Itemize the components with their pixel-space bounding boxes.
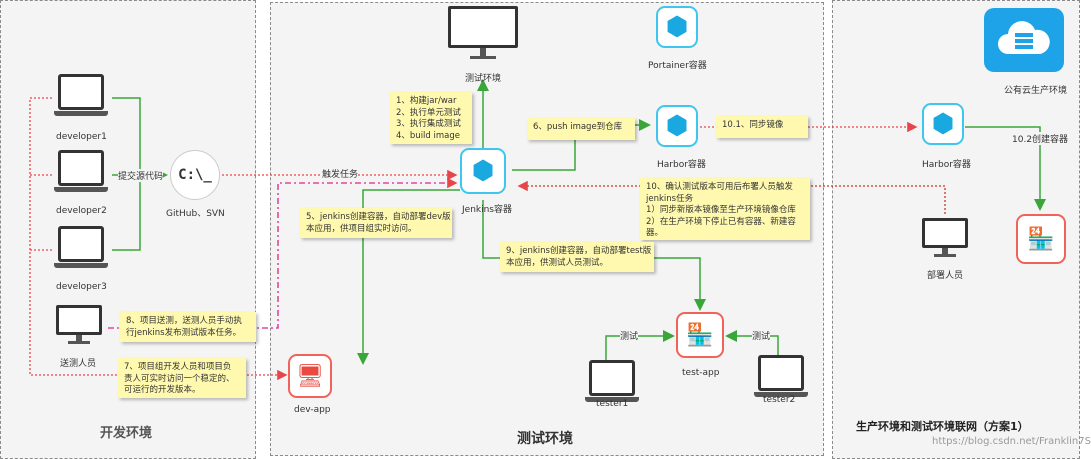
- portainer-icon: ⬢: [656, 6, 698, 48]
- note-access: 7、项目组开发人员和项目负责人可实时访问一个稳定的、可运行的开发版本。: [118, 358, 246, 398]
- harbor-prod-icon: ⬢: [922, 103, 964, 145]
- note-sync: 10.1、同步镜像: [716, 116, 808, 138]
- developer2-label: developer2: [56, 206, 107, 216]
- confirm-arrow: [517, 180, 946, 214]
- github-icon: C:\_: [170, 150, 220, 200]
- note-push: 6、push image到仓库: [527, 118, 635, 140]
- deploy-dev-arrow: [357, 189, 460, 365]
- tester1-label: tester1: [596, 399, 629, 409]
- portainer-label: Portainer容器: [648, 61, 707, 71]
- deployer-label: 部署人员: [927, 271, 964, 281]
- tester2-label: tester2: [763, 395, 796, 405]
- developer1-laptop-icon: [54, 74, 108, 116]
- tester2-laptop-icon: [754, 355, 808, 397]
- test-left-label: 测试: [620, 329, 639, 342]
- test-env-label: 测试环境: [465, 74, 502, 84]
- zone-test-title: 测试环境: [517, 431, 573, 447]
- public-cloud-icon: [984, 8, 1064, 72]
- tester1-laptop-icon: [585, 360, 639, 402]
- developer1-label: developer1: [56, 132, 107, 142]
- github-label: GitHub、SVN: [166, 209, 225, 219]
- tester-dev-label: 送测人员: [60, 359, 97, 369]
- note-submit: 8、项目送测，送测人员手动执行jenkins发布测试版本任务。: [120, 312, 256, 342]
- watermark: https://blog.csdn.net/Franklin7S: [932, 436, 1091, 447]
- dev-app-label: dev-app: [294, 405, 331, 415]
- zone-dev-title: 开发环境: [100, 426, 153, 441]
- jenkins-icon: ⬢: [460, 148, 506, 194]
- submit-arrow: [108, 177, 458, 329]
- dev-app-icon: 🖥: [288, 354, 332, 398]
- harbor-test-label: Harbor容器: [657, 160, 706, 170]
- developer3-label: developer3: [56, 282, 107, 292]
- developer2-laptop-icon: [54, 150, 108, 192]
- note-deploy-test: 9、jenkins创建容器，自动部署test版本应用，供测试人员测试。: [500, 242, 654, 272]
- public-cloud-label: 公有云生产环境: [1004, 86, 1068, 96]
- trigger-label: 触发任务: [322, 167, 359, 180]
- harbor-test-icon: ⬢: [656, 105, 698, 147]
- access-arrow: [29, 97, 288, 381]
- tester2-arrow: [725, 330, 779, 355]
- tester-dev-monitor-icon: [56, 305, 102, 345]
- developer3-laptop-icon: [54, 226, 108, 268]
- test-app-icon: 🏪: [676, 312, 724, 358]
- create-arrow: [965, 126, 1046, 211]
- test-app-label: test-app: [682, 368, 720, 378]
- deployer-monitor-icon: [922, 218, 968, 258]
- zone-prod-title: 生产环境和测试环境联网（方案1）: [856, 420, 1029, 433]
- test-right-label: 测试: [752, 329, 771, 342]
- create-label: 10.2创建容器: [1012, 132, 1069, 145]
- note-deploy-dev: 5、jenkins创建容器，自动部署dev版本应用，供项目组实时访问。: [300, 208, 452, 238]
- harbor-prod-label: Harbor容器: [922, 160, 971, 170]
- jenkins-label: Jenkins容器: [462, 205, 513, 215]
- commit-label: 提交源代码: [118, 169, 164, 182]
- tester1-arrow: [605, 330, 675, 362]
- test-env-monitor-icon: [448, 6, 518, 60]
- prod-app-icon: 🏪: [1016, 214, 1066, 264]
